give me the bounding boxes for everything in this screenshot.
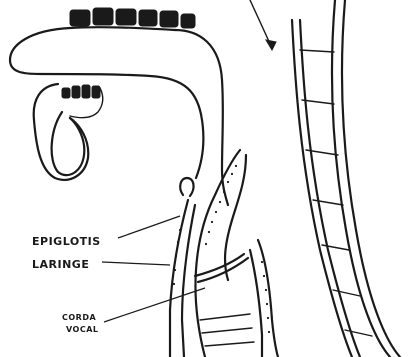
spine — [292, 0, 400, 357]
label-vocal: VOCAL — [66, 325, 99, 334]
pharynx-outer — [170, 200, 188, 357]
tongue — [52, 112, 85, 175]
epiglottis-shape — [180, 178, 193, 196]
label-epiglotis: EPIGLOTIS — [32, 235, 101, 248]
larynx-cartilage — [195, 150, 240, 357]
pharynx-inner — [182, 205, 195, 357]
upper-teeth — [70, 8, 195, 28]
lower-teeth — [62, 85, 100, 98]
label-laringe: LARINGE — [32, 258, 89, 271]
label-corda: CORDA — [62, 313, 96, 322]
